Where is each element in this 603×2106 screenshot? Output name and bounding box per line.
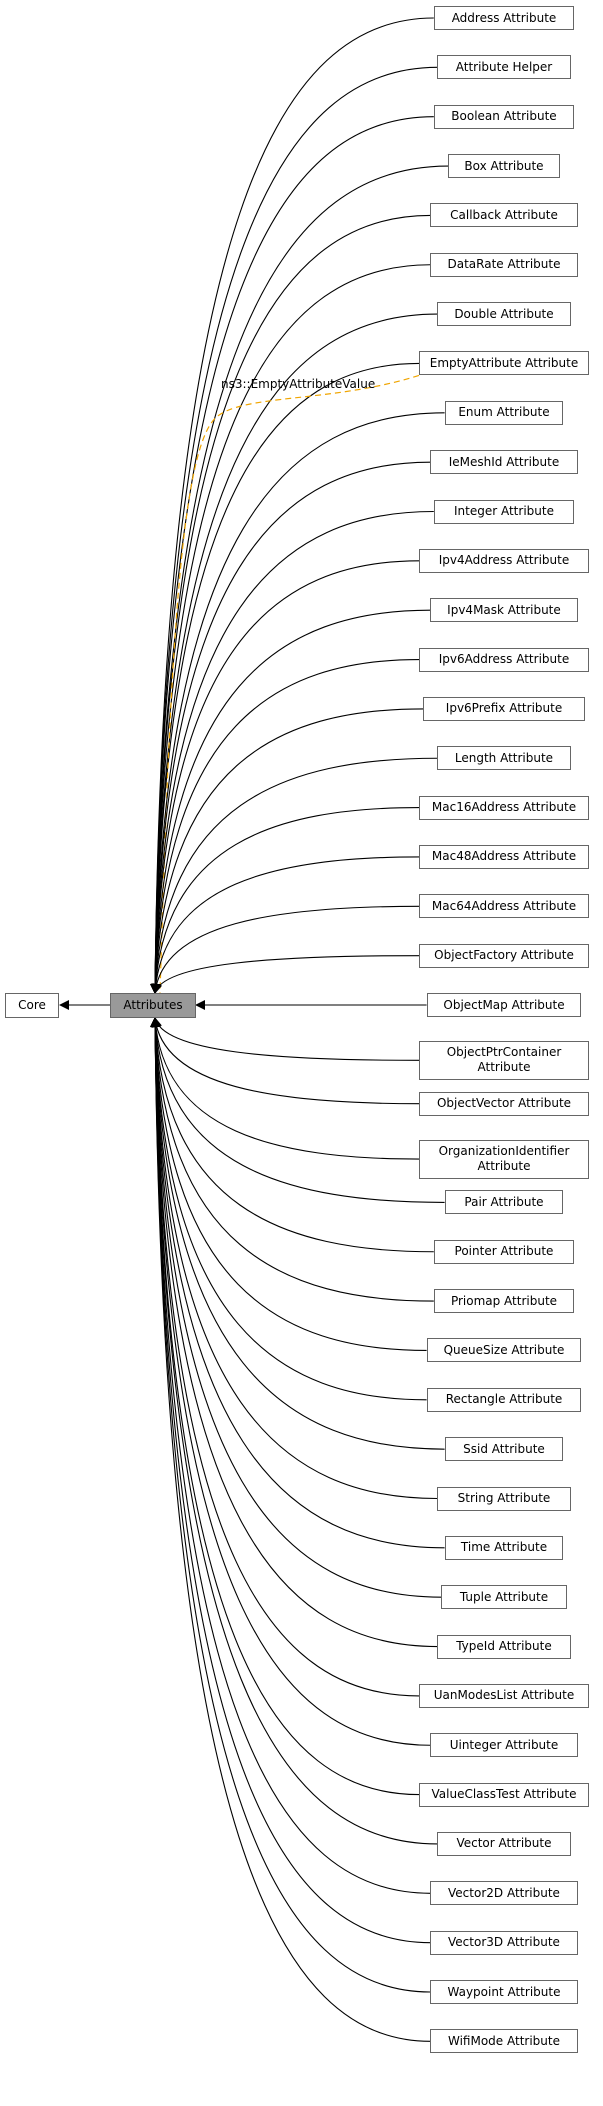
edge-child-to-attributes [150, 1017, 445, 1549]
child-node[interactable]: ObjectMap Attribute [426, 993, 582, 1017]
edge-child-to-attributes [150, 1017, 445, 1450]
edge-child-to-attributes [150, 1017, 431, 1944]
edge-child-to-attributes [150, 757, 438, 994]
child-node[interactable]: Pointer Attribute [433, 1239, 575, 1264]
attributes-node: Attributes [110, 993, 196, 1018]
child-node[interactable]: Tuple Attribute [441, 1585, 567, 1610]
edge-child-to-attributes [152, 1017, 420, 1061]
child-node[interactable]: Vector3D Attribute [430, 1930, 578, 1955]
edge-child-to-attributes [150, 1017, 431, 1993]
edge-child-to-attributes [150, 1017, 434, 1302]
core-node[interactable]: Core [5, 993, 59, 1018]
child-node[interactable]: Mac48Address Attribute [419, 844, 589, 869]
child-node[interactable]: Uinteger Attribute [430, 1733, 578, 1758]
child-node[interactable]: Integer Attribute [433, 499, 575, 524]
edge-child-to-attributes [150, 659, 420, 994]
edge-child-to-attributes [150, 1017, 420, 1697]
child-node[interactable]: Mac64Address Attribute [419, 894, 589, 919]
edge-child-to-attributes [152, 955, 420, 994]
edge-child-to-attributes [150, 1017, 434, 1253]
edge-child-to-attributes [150, 708, 424, 994]
child-node[interactable]: Ipv4Address Attribute [419, 548, 589, 573]
edge-child-to-attributes [150, 461, 431, 994]
child-node[interactable]: Callback Attribute [430, 203, 578, 228]
child-node[interactable]: Boolean Attribute [433, 104, 575, 129]
edge-child-to-attributes [150, 510, 434, 994]
edge-child-to-attributes [150, 66, 438, 994]
child-node[interactable]: ObjectPtrContainer Attribute [419, 1040, 589, 1080]
edge-child-to-attributes [150, 214, 431, 994]
dashed-template-edge [159, 374, 420, 994]
edge-child-to-attributes [150, 1017, 420, 1796]
edge-child-to-attributes [150, 807, 420, 994]
edge-child-to-attributes [150, 1017, 431, 1746]
edge-child-to-attributes [150, 560, 420, 994]
edge-child-to-attributes [150, 264, 431, 994]
child-node[interactable]: Box Attribute [448, 154, 560, 179]
edge-child-to-attributes [151, 905, 420, 994]
child-node[interactable]: IeMeshId Attribute [430, 450, 578, 475]
edge-child-to-attributes [150, 856, 420, 994]
edge-child-to-attributes [150, 1017, 438, 1500]
child-node[interactable]: Pair Attribute [444, 1190, 564, 1215]
edge-child-to-attributes [150, 362, 420, 994]
child-node[interactable]: Mac16Address Attribute [419, 795, 589, 820]
edge-child-to-attributes [150, 1017, 438, 1648]
child-node[interactable]: UanModesList Attribute [419, 1683, 589, 1708]
child-node[interactable]: Vector Attribute [437, 1831, 571, 1856]
edge-child-to-attributes [150, 165, 449, 994]
child-node[interactable]: ValueClassTest Attribute [419, 1782, 589, 1807]
child-node[interactable]: Address Attribute [433, 6, 575, 30]
child-node[interactable]: Time Attribute [444, 1535, 564, 1560]
child-node[interactable]: Vector2D Attribute [430, 1881, 578, 1906]
child-node[interactable]: QueueSize Attribute [426, 1338, 582, 1363]
child-node[interactable]: ObjectVector Attribute [419, 1091, 589, 1116]
child-node[interactable]: Rectangle Attribute [426, 1387, 582, 1412]
edge-child-to-attributes [150, 1017, 438, 1845]
child-node[interactable]: Ipv6Prefix Attribute [423, 696, 585, 721]
child-node[interactable]: TypeId Attribute [437, 1634, 571, 1659]
child-node[interactable]: Length Attribute [437, 746, 571, 771]
child-node[interactable]: EmptyAttribute Attribute [419, 351, 589, 376]
child-node[interactable]: Attribute Helper [437, 55, 571, 80]
child-node[interactable]: DataRate Attribute [430, 252, 578, 277]
edge-child-to-attributes [150, 1017, 442, 1598]
edge-child-to-attributes [150, 1017, 427, 1351]
edge-child-to-attributes [150, 1017, 431, 2042]
child-node[interactable]: Ipv6Address Attribute [419, 647, 589, 672]
child-node[interactable]: Enum Attribute [444, 400, 564, 425]
child-node[interactable]: Priomap Attribute [433, 1289, 575, 1314]
child-node[interactable]: Double Attribute [437, 302, 571, 327]
edge-child-to-attributes [150, 1017, 427, 1401]
edge-child-to-attributes [150, 116, 434, 994]
child-node[interactable]: String Attribute [437, 1486, 571, 1511]
edge-child-to-attributes [150, 412, 445, 994]
edge-child-to-attributes [150, 609, 431, 994]
empty-attribute-value-label: ns3::EmptyAttributeValue [221, 377, 376, 391]
child-node[interactable]: WifiMode Attribute [430, 2029, 578, 2054]
edge-child-to-attributes [150, 313, 438, 994]
child-node[interactable]: OrganizationIdentifier Attribute [419, 1139, 589, 1179]
edge-child-to-attributes [150, 17, 434, 994]
child-node[interactable]: Ipv4Mask Attribute [430, 598, 578, 623]
edge-child-to-attributes [151, 1017, 420, 1105]
edge-child-to-attributes [150, 1017, 445, 1203]
child-node[interactable]: Ssid Attribute [444, 1437, 564, 1462]
edge-child-to-attributes [150, 1017, 420, 1160]
child-node[interactable]: Waypoint Attribute [430, 1980, 578, 2004]
child-node[interactable]: ObjectFactory Attribute [419, 943, 589, 968]
edge-child-to-attributes [150, 1017, 431, 1894]
